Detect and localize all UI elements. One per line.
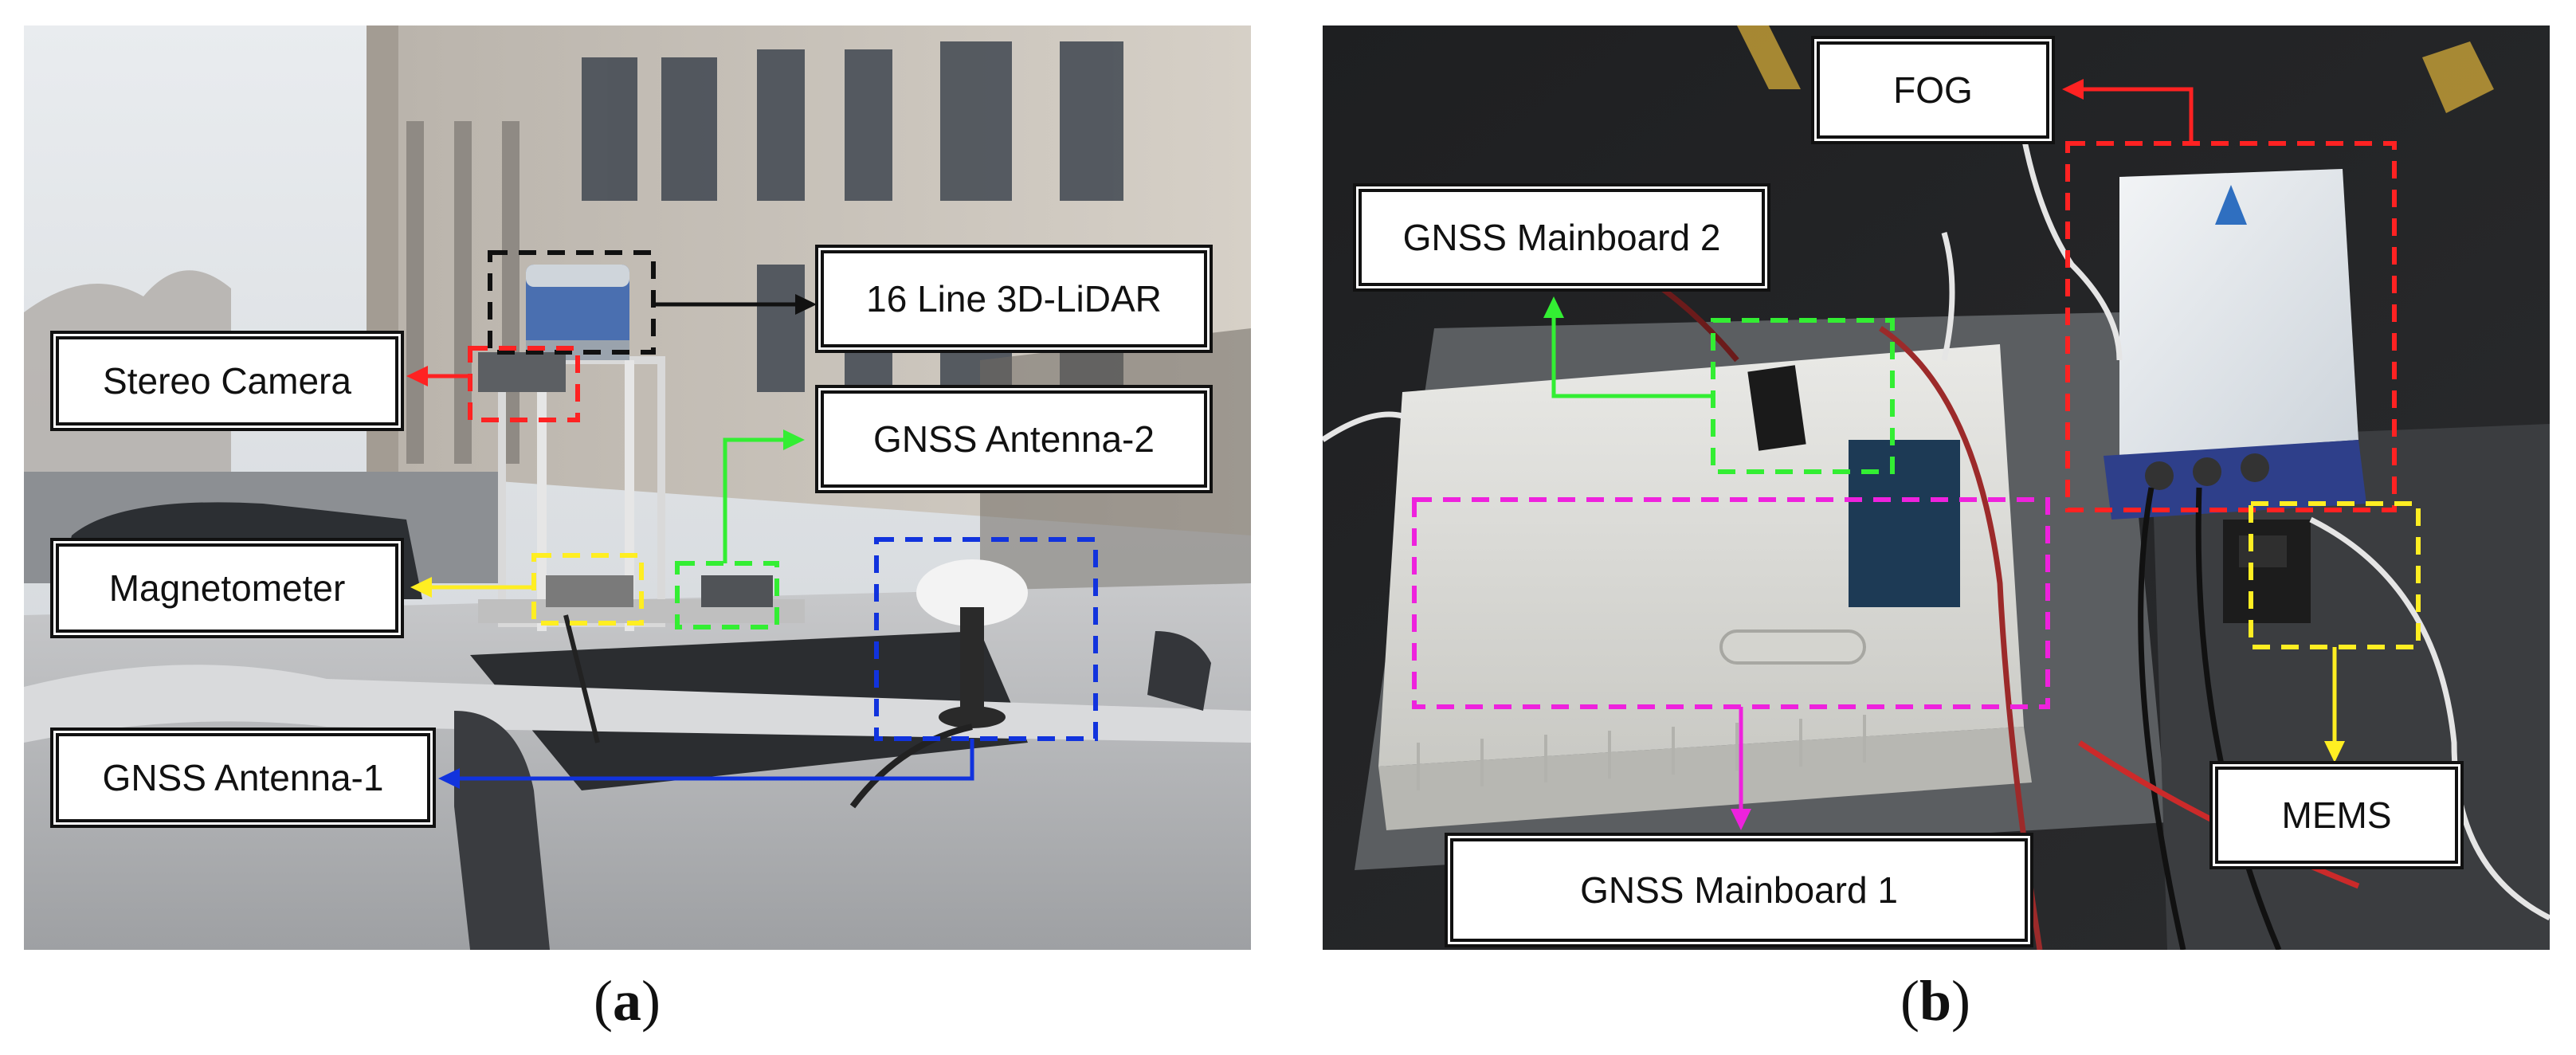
photo-panel-a: 16 Line 3D-LiDAR Stereo Camera GNSS Ante…	[24, 25, 1251, 950]
photo-panel-b: FOG GNSS Mainboard 2 GNSS Mainboard 1 ME…	[1323, 25, 2550, 950]
mems-dashed-box	[2249, 501, 2421, 649]
label-stereo-camera: Stereo Camera	[53, 334, 401, 428]
antenna2-dashed-box	[675, 561, 779, 629]
label-gnss-mainboard-2: GNSS Mainboard 2	[1356, 186, 1767, 288]
caption-a: (a)	[594, 969, 661, 1033]
label-gnss-antenna-1: GNSS Antenna-1	[53, 731, 433, 825]
label-gnss-antenna-2: GNSS Antenna-2	[818, 388, 1210, 490]
label-mems: MEMS	[2213, 764, 2460, 866]
equipment-photo	[1323, 25, 2550, 950]
antenna1-dashed-box	[874, 537, 1098, 741]
stereo-dashed-box	[468, 346, 580, 422]
caption-b: (b)	[1900, 969, 1971, 1033]
label-fog: FOG	[1814, 39, 2052, 141]
mainboard1-dashed-box	[1412, 497, 2050, 709]
label-lidar: 16 Line 3D-LiDAR	[818, 248, 1210, 350]
label-magnetometer: Magnetometer	[53, 541, 401, 635]
label-gnss-mainboard-1: GNSS Mainboard 1	[1448, 836, 2030, 944]
